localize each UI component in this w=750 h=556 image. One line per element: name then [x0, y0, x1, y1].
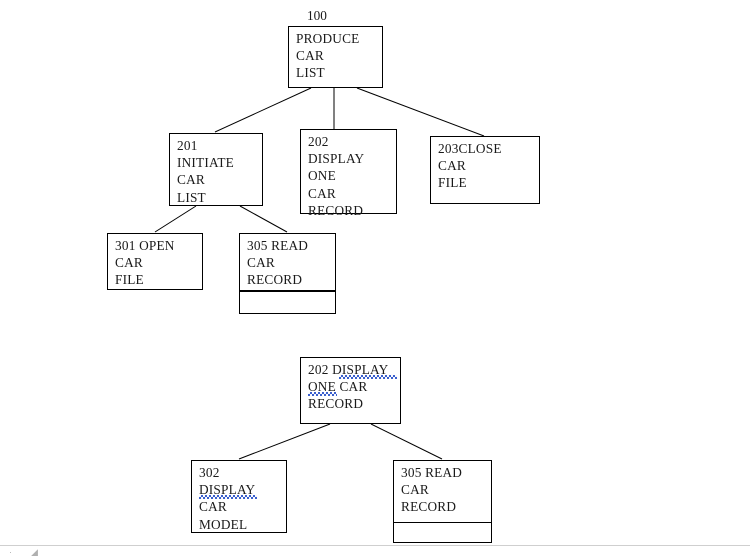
link-202b-302: [238, 423, 331, 460]
status-right-mark: ◢: [31, 547, 38, 556]
node-302-label: 302 DISPLAY CAR MODEL: [199, 465, 256, 532]
node-305b-compartment-divider: [394, 522, 491, 523]
node-305-label: 305 READ CAR RECORD: [247, 238, 309, 288]
link-201-301: [154, 205, 197, 233]
status-bar: · ◢: [0, 545, 750, 556]
node-201-label: 201 INITIATE CAR LIST: [177, 138, 234, 205]
node-305b-label: 305 READ CAR RECORD: [401, 465, 463, 515]
node-305-read-car-record[interactable]: 305 READ CAR RECORD: [239, 233, 336, 314]
link-100-203: [356, 87, 485, 137]
node-203-close-car-file[interactable]: 203CLOSE CAR FILE: [430, 136, 540, 204]
node-202-display-one-car-record[interactable]: 202 DISPLAY ONE CAR RECORD: [300, 129, 397, 218]
node-301-label: 301 OPEN CAR FILE: [115, 238, 175, 288]
spellcheck-squiggle-display: [339, 375, 397, 379]
node-202b-display-one-car-record[interactable]: 202 DISPLAY ONE CAR RECORD: [300, 357, 401, 424]
node-302-display-car-model[interactable]: 302 DISPLAY CAR MODEL: [191, 460, 287, 533]
node-305-compartment-divider: [240, 290, 335, 292]
node-305b-read-car-record[interactable]: 305 READ CAR RECORD: [393, 460, 492, 543]
caption-100: 100: [307, 8, 327, 23]
link-100-201: [214, 87, 312, 133]
node-301-open-car-file[interactable]: 301 OPEN CAR FILE: [107, 233, 203, 290]
link-201-305: [239, 205, 288, 233]
node-203-label: 203CLOSE CAR FILE: [438, 141, 502, 191]
spellcheck-squiggle-one: [308, 392, 337, 396]
link-202b-305b: [370, 423, 443, 460]
node-100-label: PRODUCE CAR LIST: [296, 31, 360, 81]
node-100-produce-car-list[interactable]: PRODUCE CAR LIST: [288, 26, 383, 88]
node-201-initiate-car-list[interactable]: 201 INITIATE CAR LIST: [169, 133, 263, 206]
spellcheck-squiggle-display-302: [199, 495, 257, 499]
node-202-label: 202 DISPLAY ONE CAR RECORD: [308, 134, 365, 218]
node-202b-label: 202 DISPLAY ONE CAR RECORD: [308, 362, 389, 412]
status-left-mark: ·: [9, 547, 12, 556]
